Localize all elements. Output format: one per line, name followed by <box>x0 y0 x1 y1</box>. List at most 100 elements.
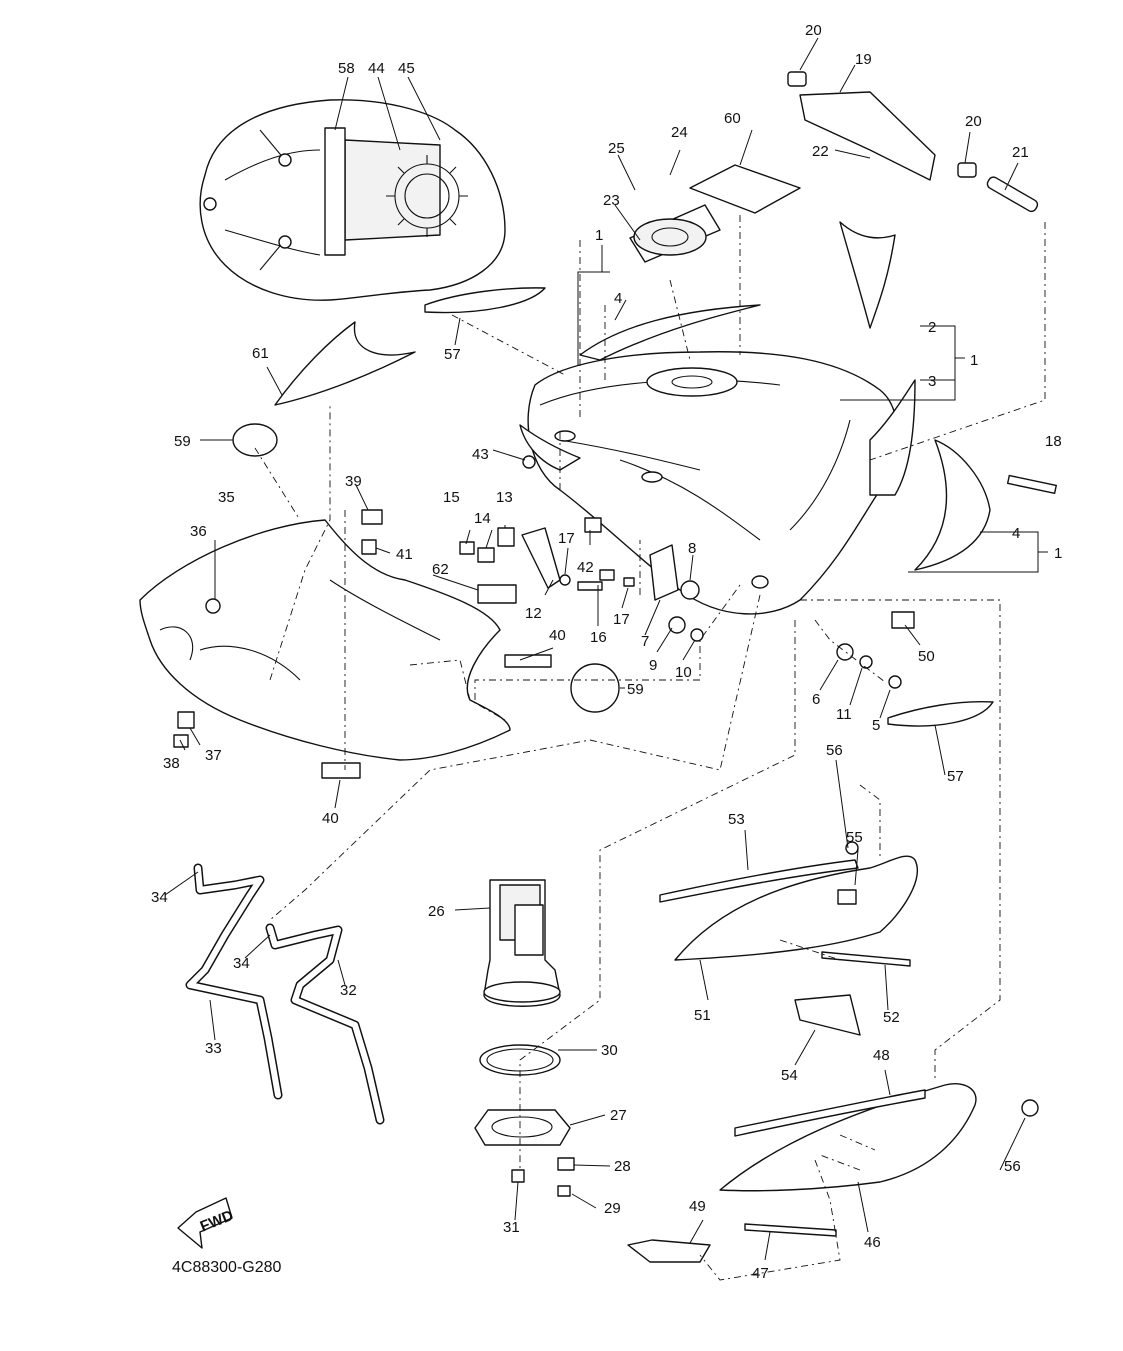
callout-8: 8 <box>688 540 696 557</box>
callout-13: 13 <box>496 489 513 506</box>
callout-14: 14 <box>474 510 491 527</box>
callout-48: 48 <box>873 1047 890 1064</box>
callout-17-b: 17 <box>613 611 630 628</box>
callout-44: 44 <box>368 60 385 77</box>
side-cover-4-right <box>914 439 991 571</box>
bracket-19 <box>787 71 1039 213</box>
callout-1-c: 1 <box>1054 545 1062 562</box>
callout-53: 53 <box>728 811 745 828</box>
callout-47: 47 <box>752 1265 769 1282</box>
cover-61 <box>274 321 416 406</box>
callout-39: 39 <box>345 473 362 490</box>
fuel-pump <box>474 879 575 1197</box>
callout-60: 60 <box>724 110 741 127</box>
callout-12: 12 <box>525 605 542 622</box>
tank-top-view <box>199 76 506 301</box>
callout-15: 15 <box>443 489 460 506</box>
callout-32: 32 <box>340 982 357 999</box>
grommet-37 <box>177 711 195 729</box>
right-hardware <box>836 474 1057 689</box>
hoses <box>185 863 385 1125</box>
callout-51: 51 <box>694 1007 711 1024</box>
callout-57-b: 57 <box>947 768 964 785</box>
callout-62: 62 <box>432 561 449 578</box>
callout-40-a: 40 <box>549 627 566 644</box>
callout-58: 58 <box>338 60 355 77</box>
callout-4-b: 4 <box>1012 525 1020 542</box>
callout-17-a: 17 <box>558 530 575 547</box>
callout-56-a: 56 <box>826 742 843 759</box>
callout-10: 10 <box>675 664 692 681</box>
fuel-cap <box>629 204 721 263</box>
bolt-36 <box>205 598 221 614</box>
hardware-cluster <box>459 455 704 642</box>
callout-16: 16 <box>590 629 607 646</box>
callout-59-b: 59 <box>627 681 644 698</box>
fuel-tank <box>519 304 916 615</box>
callout-25: 25 <box>608 140 625 157</box>
callout-45: 45 <box>398 60 415 77</box>
callout-2: 2 <box>928 319 936 336</box>
callout-5: 5 <box>872 717 880 734</box>
callout-49: 49 <box>689 1198 706 1215</box>
callout-34-b: 34 <box>233 955 250 972</box>
callout-41: 41 <box>396 546 413 563</box>
callout-59-a: 59 <box>174 433 191 450</box>
callout-42: 42 <box>577 559 594 576</box>
callout-36: 36 <box>190 523 207 540</box>
callout-3: 3 <box>928 373 936 390</box>
emblem-59 <box>570 663 620 713</box>
callout-22: 22 <box>812 143 829 160</box>
callout-31: 31 <box>503 1219 520 1236</box>
fwd-arrow: FWD <box>177 1197 236 1249</box>
callout-23: 23 <box>603 192 620 209</box>
callout-40-b: 40 <box>322 810 339 827</box>
bracket-39 <box>361 509 383 525</box>
callout-30: 30 <box>601 1042 618 1059</box>
callout-43: 43 <box>472 446 489 463</box>
callout-11: 11 <box>836 706 852 723</box>
callout-54: 54 <box>781 1067 798 1084</box>
callout-6: 6 <box>812 691 820 708</box>
callout-20-b: 20 <box>965 113 982 130</box>
callout-20-a: 20 <box>805 22 822 39</box>
side-cover-51 <box>659 841 918 1036</box>
callout-55: 55 <box>846 829 863 846</box>
callout-4-a: 4 <box>614 290 622 307</box>
callout-57-a: 57 <box>444 346 461 363</box>
leader-lines <box>164 37 1048 1261</box>
damper-62 <box>477 584 517 604</box>
callout-50: 50 <box>918 648 935 665</box>
callout-24: 24 <box>671 124 688 141</box>
callout-21: 21 <box>1012 144 1029 161</box>
callout-38: 38 <box>163 755 180 772</box>
rubber-57-right <box>887 700 994 727</box>
callout-28: 28 <box>614 1158 631 1175</box>
callout-33: 33 <box>205 1040 222 1057</box>
callout-7: 7 <box>641 633 649 650</box>
callout-27: 27 <box>610 1107 627 1124</box>
callout-26: 26 <box>428 903 445 920</box>
callout-56-b: 56 <box>1004 1158 1021 1175</box>
callout-1-b: 1 <box>970 352 978 369</box>
seat-cowl <box>139 519 511 779</box>
callout-35: 35 <box>218 489 235 506</box>
bolt-41 <box>361 539 377 555</box>
callout-34-a: 34 <box>151 889 168 906</box>
callout-37: 37 <box>205 747 222 764</box>
callout-9: 9 <box>649 657 657 674</box>
side-cover-46 <box>627 1083 1039 1263</box>
warning-label <box>689 164 801 214</box>
callout-61: 61 <box>252 345 269 362</box>
plug-59 <box>232 423 278 457</box>
callout-18: 18 <box>1045 433 1062 450</box>
callout-46: 46 <box>864 1234 881 1251</box>
callout-29: 29 <box>604 1200 621 1217</box>
assembly-lines <box>254 215 1046 1281</box>
callout-labels: 1 1 1 2 3 4 4 4 5 6 7 8 9 10 11 12 13 14… <box>151 22 1062 1282</box>
damper-40 <box>504 654 552 668</box>
callout-52: 52 <box>883 1009 900 1026</box>
diagram-code: 4C88300-G280 <box>172 1259 282 1276</box>
callout-1-a: 1 <box>595 227 603 244</box>
